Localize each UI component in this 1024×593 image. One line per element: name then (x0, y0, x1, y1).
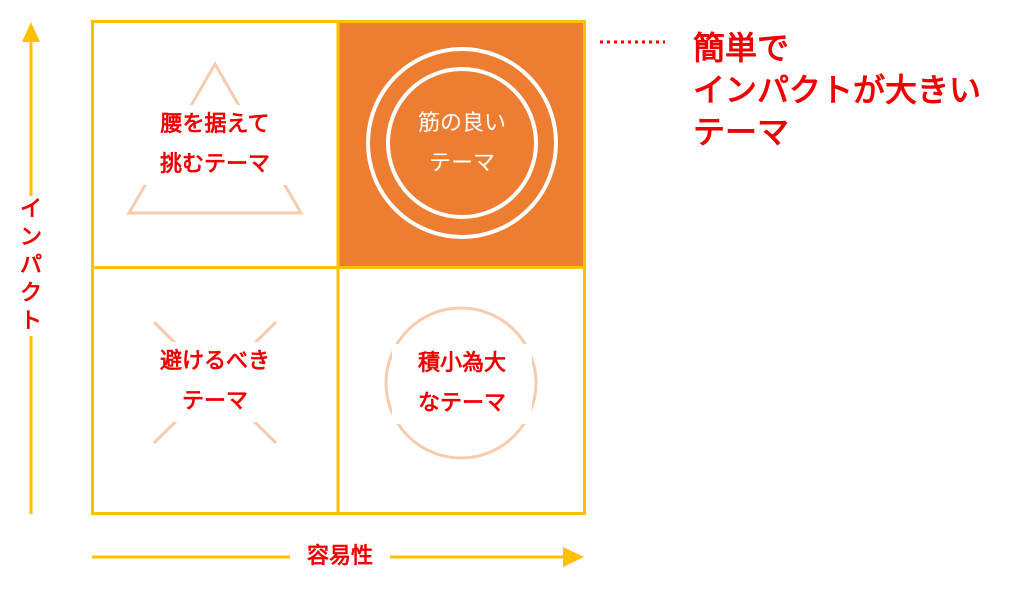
bottom-left-label-line-1: 避けるべき (130, 342, 300, 382)
top-right-quadrant-fill (339, 21, 585, 266)
y-axis-label-char: ク (19, 281, 42, 306)
double-circle-outer-icon (366, 47, 558, 239)
callout-line-1: 簡単で (693, 29, 790, 67)
callout-text: 簡単で インパクトが大きい テーマ (693, 27, 981, 153)
callout-line-2: インパクトが大きい (693, 71, 982, 109)
y-axis-label-char: パ (19, 253, 42, 278)
bottom-left-label-line-2: テーマ (130, 382, 300, 422)
top-left-quadrant-label: 腰を据えて 挑むテーマ (120, 105, 310, 185)
y-axis-label-char: ト (19, 309, 42, 334)
double-circle-inner-icon (386, 67, 538, 219)
y-axis-label-char: ン (19, 225, 42, 250)
bottom-right-quadrant-label: 積小為大 なテーマ (392, 344, 532, 424)
top-right-label-line-2: テーマ (428, 151, 495, 176)
x-axis-label: 容易性 (290, 541, 390, 573)
top-left-label-line-1: 腰を据えて (120, 105, 310, 145)
x-axis-arrowhead-icon (563, 547, 584, 567)
top-right-quadrant-label: 筋の良い テーマ (382, 104, 542, 184)
top-right-label-line-1: 筋の良い (417, 111, 506, 136)
y-axis-arrowhead-icon (22, 22, 40, 42)
callout-line-3: テーマ (693, 113, 790, 151)
top-left-label-line-2: 挑むテーマ (120, 145, 310, 185)
bottom-left-quadrant-label: 避けるべき テーマ (130, 342, 300, 422)
bottom-right-label-line-2: なテーマ (392, 384, 532, 424)
bottom-right-label-line-1: 積小為大 (392, 344, 532, 384)
y-axis-label: イ ン パ ク ト (18, 196, 44, 336)
circle-icon (384, 306, 538, 460)
y-axis-label-char: イ (19, 197, 42, 222)
